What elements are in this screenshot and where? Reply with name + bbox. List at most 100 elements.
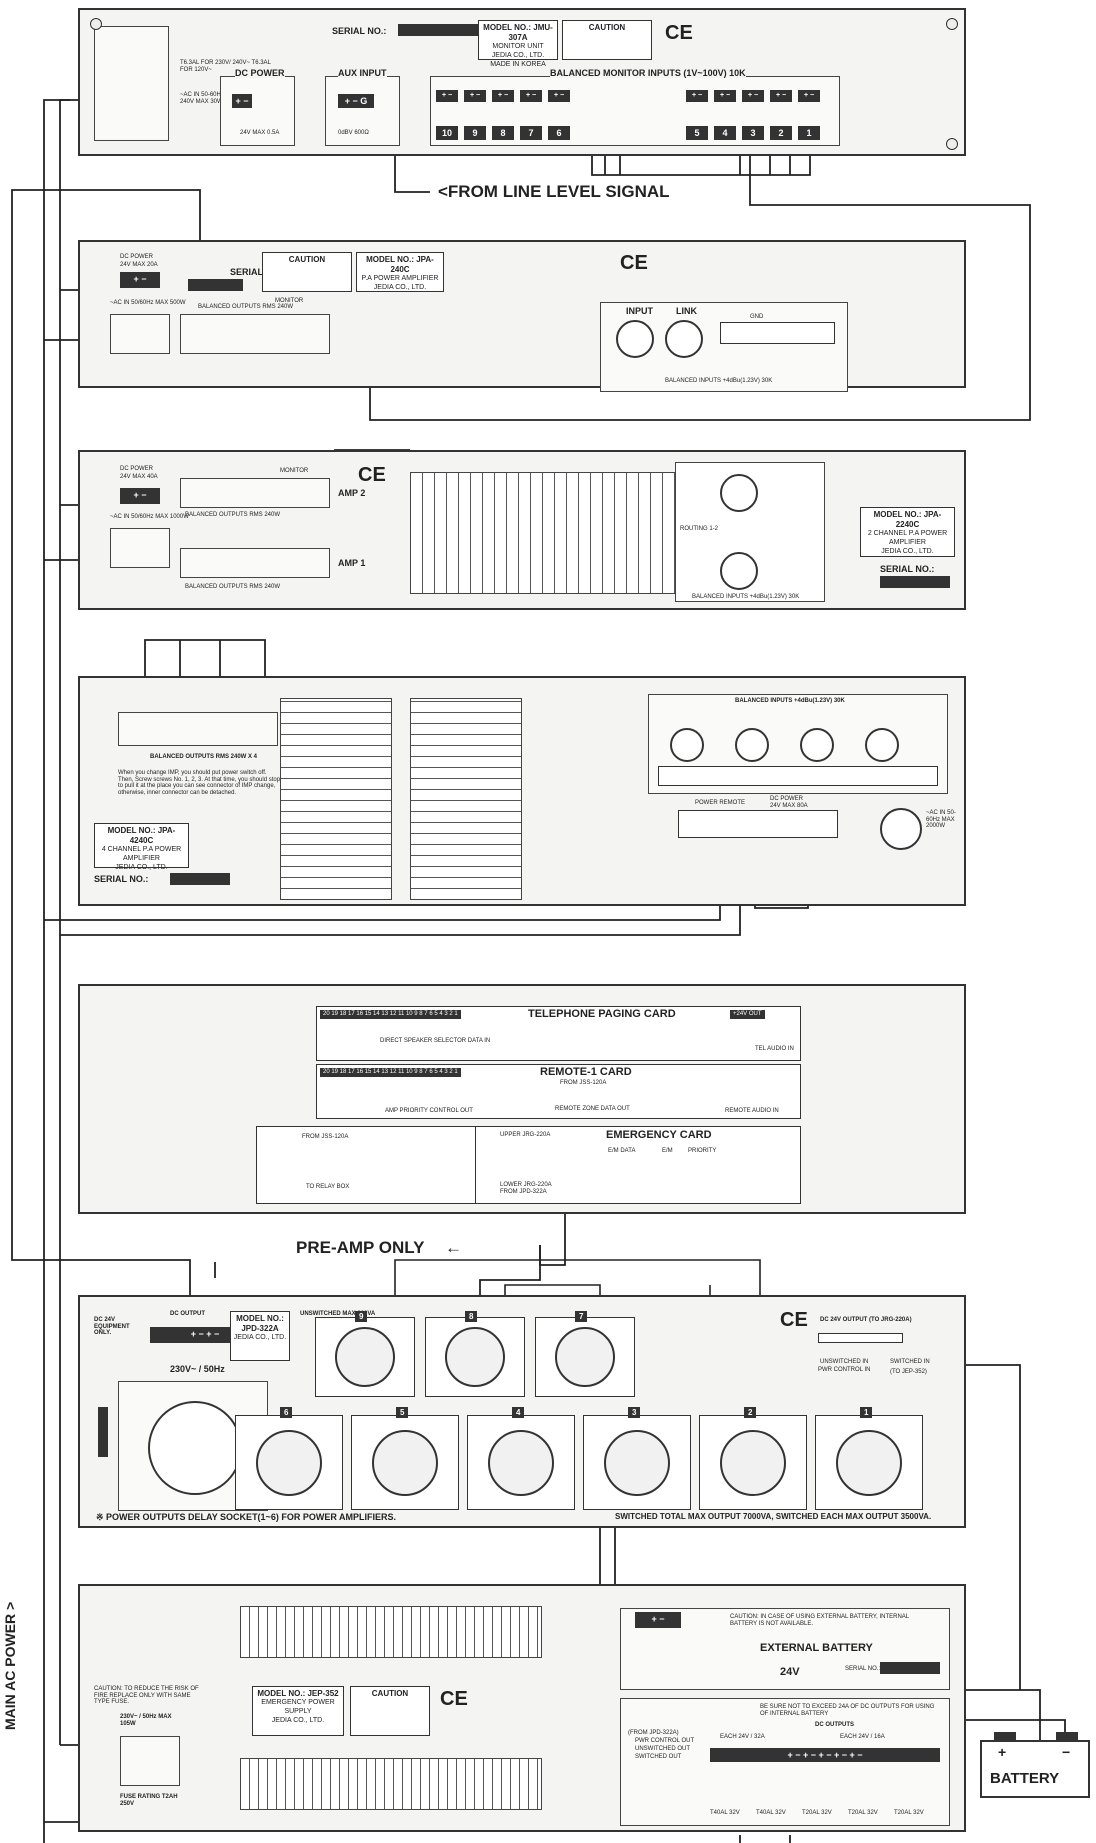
jpd-model: MODEL NO.: JPD-322A [236,1314,284,1333]
jpd-dc24-connector[interactable] [818,1333,903,1343]
jpa240-dc-spec: 24V MAX 20A [120,262,158,268]
jpa2240-balanced-in: BALANCED INPUTS +4dBu(1.23V) 30K [692,594,800,600]
jpd-outlet-socket [335,1327,395,1387]
amp-priority-label: AMP PRIORITY CONTROL OUT [385,1108,473,1114]
jep-dc-output-terminal[interactable]: + − + − + − + − + − [710,1748,940,1762]
jpa4240-ac-inlet[interactable] [880,808,922,850]
jmu-input-terminal[interactable]: + − [436,90,458,102]
jep-each1: EACH 24V / 32A [720,1734,765,1740]
jmu-input-number[interactable]: 8 [492,126,514,140]
jpd-company: JEDIA CO., LTD. [233,1334,287,1341]
jmu-input-number[interactable]: 6 [548,126,570,140]
jep-ac-inlet[interactable] [120,1736,180,1786]
jmu-input-number[interactable]: 1 [798,126,820,140]
jmu-input-number[interactable]: 2 [770,126,792,140]
jep-fuse-label: T40AL 32V [756,1810,786,1816]
emergency-card-title: EMERGENCY CARD [606,1129,712,1141]
jmu-input-terminal[interactable]: + − [686,90,708,102]
jpa4240-xlr-amp1[interactable] [865,728,899,762]
jpd-switched-in: SWITCHED IN [890,1359,930,1365]
jmu-serial-label: SERIAL NO.: [332,26,387,36]
jmu-input-number[interactable]: 10 [436,126,458,140]
jpa4240-warn: When you change IMP, you should put powe… [118,770,281,796]
jpa4240-xlr-amp4[interactable] [670,728,704,762]
jpd-outlet-number: 3 [628,1407,641,1418]
jmu-model-plate: MODEL NO.: JMU-307A MONITOR UNIT JEDIA C… [478,20,558,68]
jpa4240-dc-terminal[interactable] [678,810,838,838]
jmu-input-number[interactable]: 7 [520,126,542,140]
jpd-outlet[interactable] [535,1317,635,1397]
jmu-input-terminal[interactable]: + − [464,90,486,102]
jpa240-dc-terminal[interactable]: + − [120,272,160,288]
jmu-input-number[interactable]: 3 [742,126,764,140]
jmu-input-terminal[interactable]: + − [770,90,792,102]
jmu-input-terminal[interactable]: + − [520,90,542,102]
jpa4240-output-terminal[interactable] [118,712,278,746]
jpa240-xlr-link[interactable] [665,320,703,358]
jpa2240-dc-terminal[interactable]: + − [120,488,160,504]
jpa2240-amp2-terminal[interactable] [180,478,330,508]
jmu-fuse-spec: T6.3AL FOR 230V/ 240V~ T6.3AL FOR 120V~ [180,60,271,73]
jpd-outlet[interactable] [815,1415,923,1510]
jpa240-ce-mark: CE [620,252,648,274]
jpd-outlet[interactable] [467,1415,575,1510]
jmu-input-number[interactable]: 4 [714,126,736,140]
jpa240-output-terminal[interactable] [180,314,330,354]
jpa4240-power-remote: POWER REMOTE [695,800,746,806]
jpa4240-ac-in: ~AC IN 50-60Hz MAX 2000W [926,810,956,830]
remote-from-jss: FROM JSS-120A [560,1080,607,1086]
jmu-input-terminal[interactable]: + − [798,90,820,102]
jpa240-ac-inlet[interactable] [110,314,170,354]
jpd-outlet-number: 8 [465,1311,478,1322]
jmu-input-terminal[interactable]: + − [714,90,736,102]
jep-352-panel: CAUTION: TO REDUCE THE RISK OF FIRE REPL… [78,1584,966,1832]
jep-fuse-label: T40AL 32V [710,1810,740,1816]
jpd-unswitched-in: UNSWITCHED IN [820,1359,869,1365]
jmu-model-sub: MONITOR UNIT [492,43,544,50]
jpa2240-amp1-terminal[interactable] [180,548,330,578]
jpa240-input-terminal[interactable] [720,322,835,344]
jpa2240-xlr-amp2[interactable] [720,474,758,512]
jep-from-jpd: (FROM JPD-322A) [628,1730,679,1736]
jmu-aux-terminal[interactable]: + − G [338,94,374,108]
jpa4240-input-terminal[interactable] [658,766,938,786]
jmu-input-terminal[interactable]: + − [742,90,764,102]
jep-dc-outputs-box [620,1698,950,1826]
em-data-label: E/M DATA [608,1148,636,1154]
jpd-outlet-socket [488,1429,554,1496]
jpa2240-ac-inlet[interactable] [110,528,170,568]
jmu-dc-terminal[interactable]: + − [232,94,252,108]
upper-jrg-label: UPPER JRG-220A [500,1132,551,1138]
jpd-outlet[interactable] [699,1415,807,1510]
jep-ext-battery-terminal[interactable]: + − [635,1612,681,1628]
jpa240-balanced-in: BALANCED INPUTS +4dBu(1.23V) 30K [665,378,773,384]
jpd-delay-note: ※ POWER OUTPUTS DELAY SOCKET(1~6) FOR PO… [96,1512,396,1522]
jpa4240-xlr-amp2[interactable] [800,728,834,762]
jmu-input-terminal[interactable]: + − [548,90,570,102]
tel-audio-label: TEL AUDIO IN [755,1046,794,1052]
jmu-input-number[interactable]: 9 [464,126,486,140]
jpd-outlet-socket [836,1429,902,1496]
jpd-to-jep: (TO JEP-352) [890,1369,927,1375]
jmu-serial-box [398,24,478,36]
jmu-input-terminal[interactable]: + − [492,90,514,102]
jep-caution: CAUTION: TO REDUCE THE RISK OF FIRE REPL… [94,1686,199,1706]
jmu-input-number[interactable]: 5 [686,126,708,140]
jep-fuse-label: T20AL 32V [802,1810,832,1816]
jpd-outlet[interactable] [235,1415,343,1510]
jpd-outlet[interactable] [425,1317,525,1397]
jpa2240-amp2-outputs: BALANCED OUTPUTS RMS 240W [185,512,281,518]
jpa240-xlr-input[interactable] [616,320,654,358]
jpa2240-xlr-amp1[interactable] [720,552,758,590]
battery-minus: − [1062,1744,1071,1760]
jpd-outlet[interactable] [583,1415,691,1510]
jpa240-serial-box [188,279,243,291]
jpd-outlet[interactable] [351,1415,459,1510]
jpa4240-xlr-amp3[interactable] [735,728,769,762]
battery-terminal-pos [994,1732,1016,1740]
jpd-outlet[interactable] [315,1317,415,1397]
jpa4240-dc-spec: 24V MAX 80A [770,803,808,809]
jpa2240-dc-label: DC POWER [120,466,153,472]
jpd-ce-mark: CE [780,1309,808,1331]
relay-to-box: TO RELAY BOX [306,1184,350,1190]
